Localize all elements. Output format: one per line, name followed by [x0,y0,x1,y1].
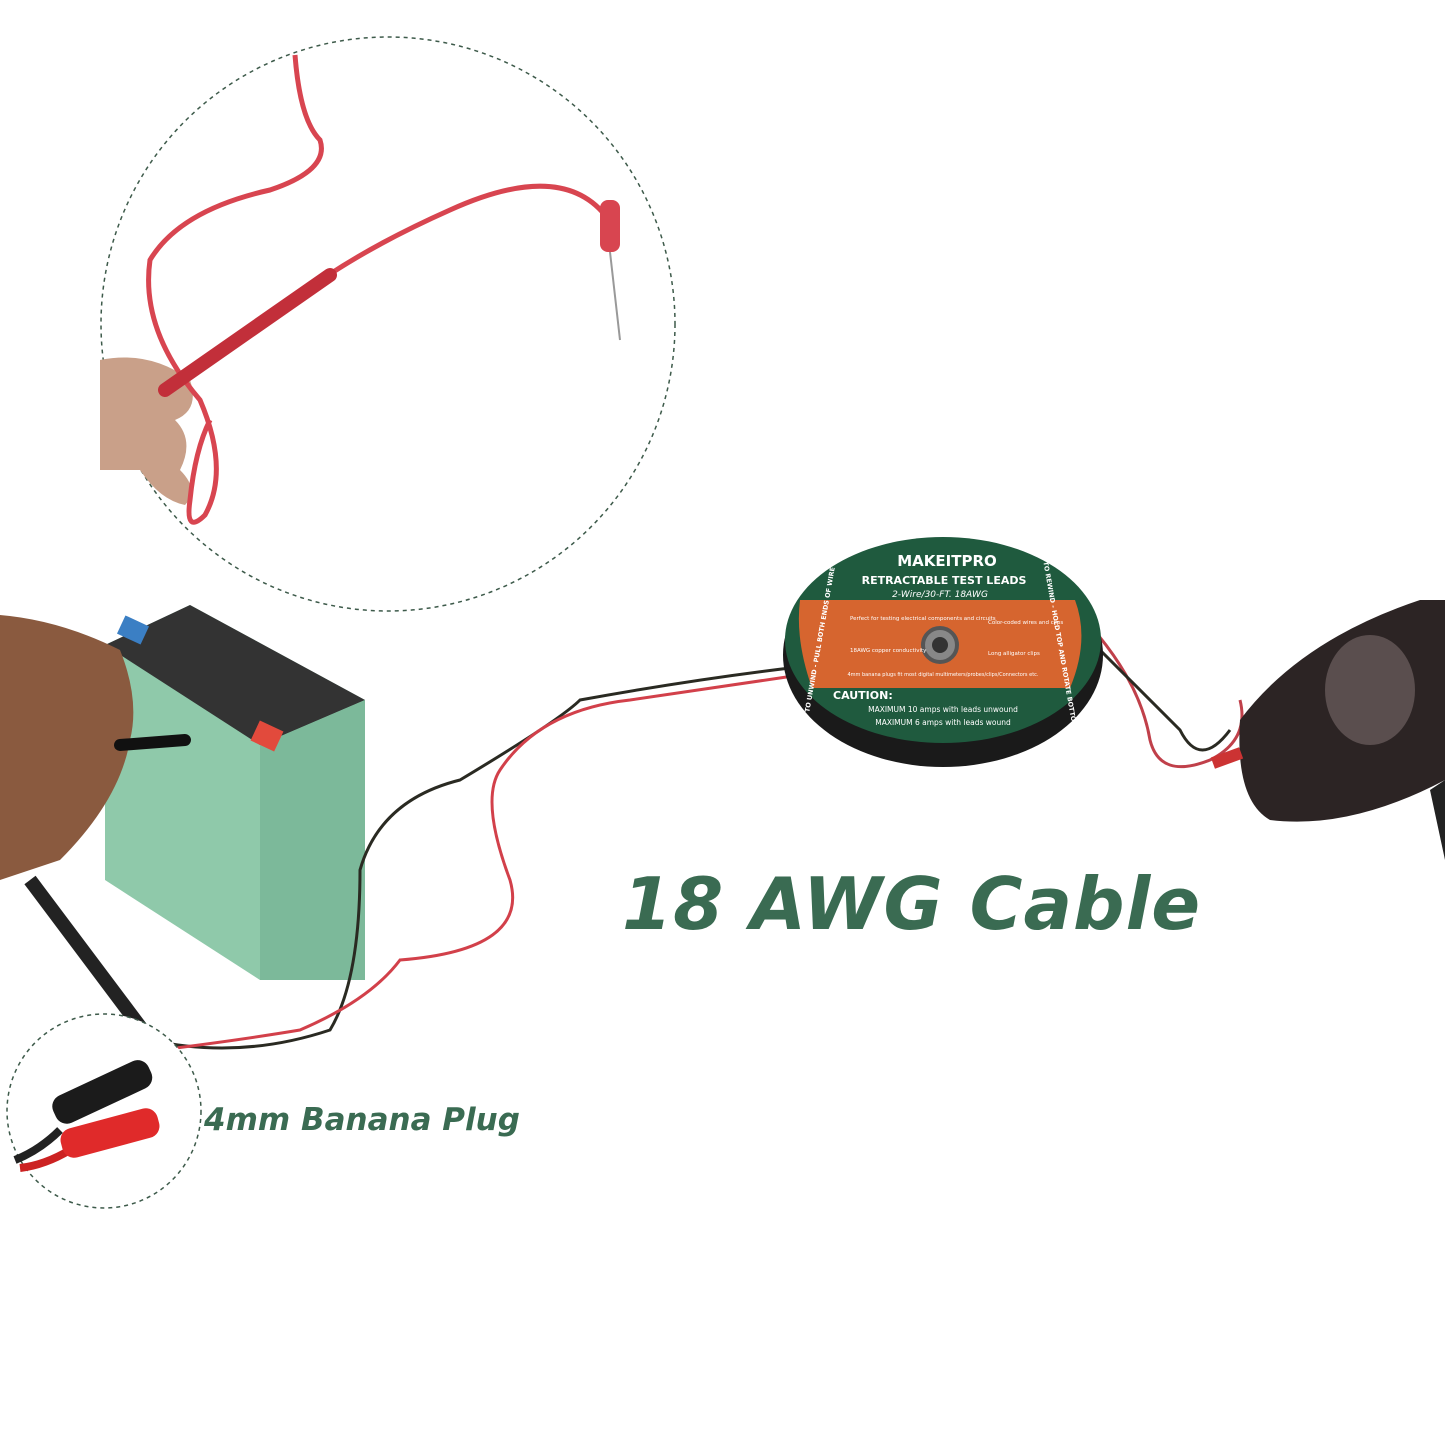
caption-18-awg-cable: 18 AWG Cable [622,862,1202,946]
reel-bullet-4: Long alligator clips [988,651,1040,657]
banana-plugs [13,1060,160,1172]
detail-circle-plug [6,1013,202,1209]
reel-bullet-5: 4mm banana plugs fit most digital multim… [848,672,1039,678]
probe-tip-boot [600,200,620,252]
red-wire [159,673,801,1052]
reel-bullet-1: Perfect for testing electrical component… [850,616,996,622]
reel-bullet-2: Color-coded wires and clips [988,620,1063,626]
reel-brand: MAKEITPRO [897,552,997,570]
reel-bullet-3: 18AWG copper conductivity [850,648,927,654]
detail-circle-probe [100,36,676,612]
battery [105,605,365,980]
reel-caution-title: CAUTION: [833,689,893,702]
wires-to-meter [1083,618,1244,769]
reel-product: RETRACTABLE TEST LEADS [862,574,1027,587]
multimeter [1210,600,1445,860]
red-probe-handle [158,268,337,397]
cable-reel: MAKEITPRO RETRACTABLE TEST LEADS 2-Wire/… [783,537,1103,767]
hand [0,615,134,880]
reel-caution-2: MAXIMUM 6 amps with leads wound [875,718,1011,727]
reel-spec: 2-Wire/30-FT. 18AWG [892,590,988,600]
caption-banana-plug: 4mm Banana Plug [204,1102,520,1138]
red-probe-lead [168,183,607,388]
black-probe [114,734,191,751]
black-wire [149,666,791,1050]
reel-caution-1: MAXIMUM 10 amps with leads unwound [868,705,1018,714]
red-wire-detail [146,54,324,525]
